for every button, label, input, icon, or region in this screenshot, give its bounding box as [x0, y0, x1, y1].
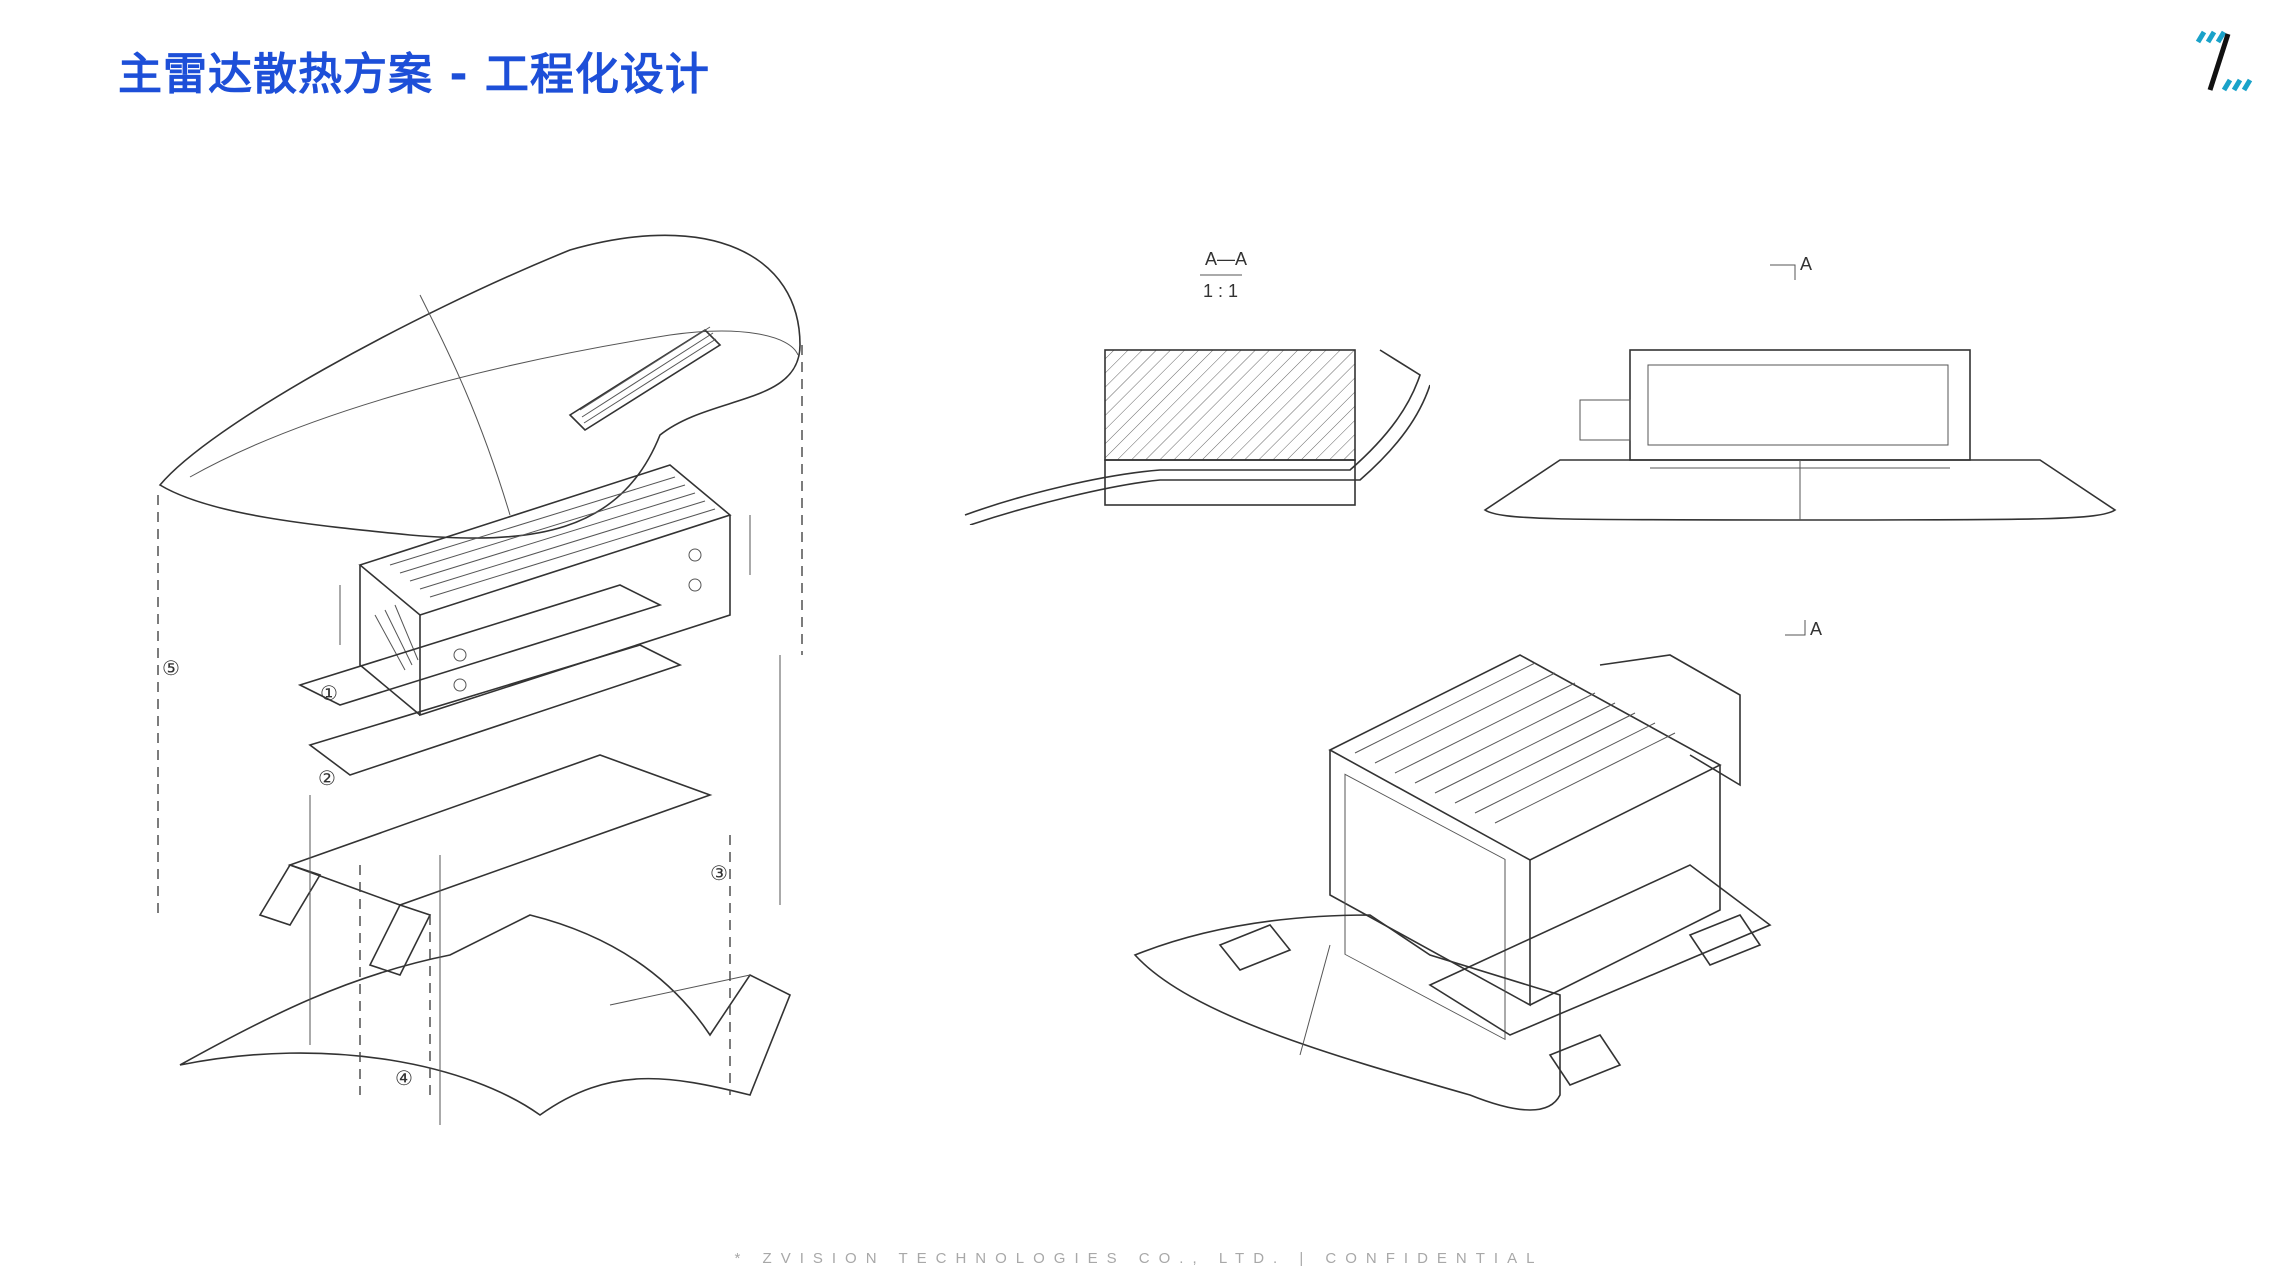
section-label: A—A: [1205, 249, 1247, 269]
section-view-aa: A—A 1 : 1: [964, 249, 1430, 525]
exploded-assembly-drawing: ① ② ③ ④ ⑤: [157, 234, 803, 1125]
plate-2: [308, 644, 683, 776]
callout-5: ⑤: [162, 658, 180, 680]
callout-4: ④: [395, 1068, 413, 1090]
section-scale: 1 : 1: [1203, 281, 1238, 301]
radar-unit-icon: [358, 464, 732, 717]
page-title: 主雷达散热方案 - 工程化设计: [118, 49, 710, 100]
section-mark-bottom: A: [1810, 619, 1822, 639]
zvision-logo-icon: [2195, 30, 2253, 92]
section-mark-top: A: [1800, 254, 1812, 274]
air-duct: [179, 914, 792, 1116]
plate-3: [287, 754, 713, 906]
cover-vent-icon: [568, 326, 722, 432]
side-view: A: [1483, 254, 2117, 521]
callout-2: ②: [318, 768, 336, 790]
front-air-duct: [1133, 914, 1561, 1111]
callout-3: ③: [710, 863, 728, 885]
plate-1: [297, 584, 663, 706]
callout-1: ①: [320, 683, 338, 705]
isometric-assembled-view: A: [1133, 619, 1822, 1111]
footer-confidential: * ZVISION TECHNOLOGIES CO., LTD. | CONFI…: [734, 1250, 1544, 1267]
